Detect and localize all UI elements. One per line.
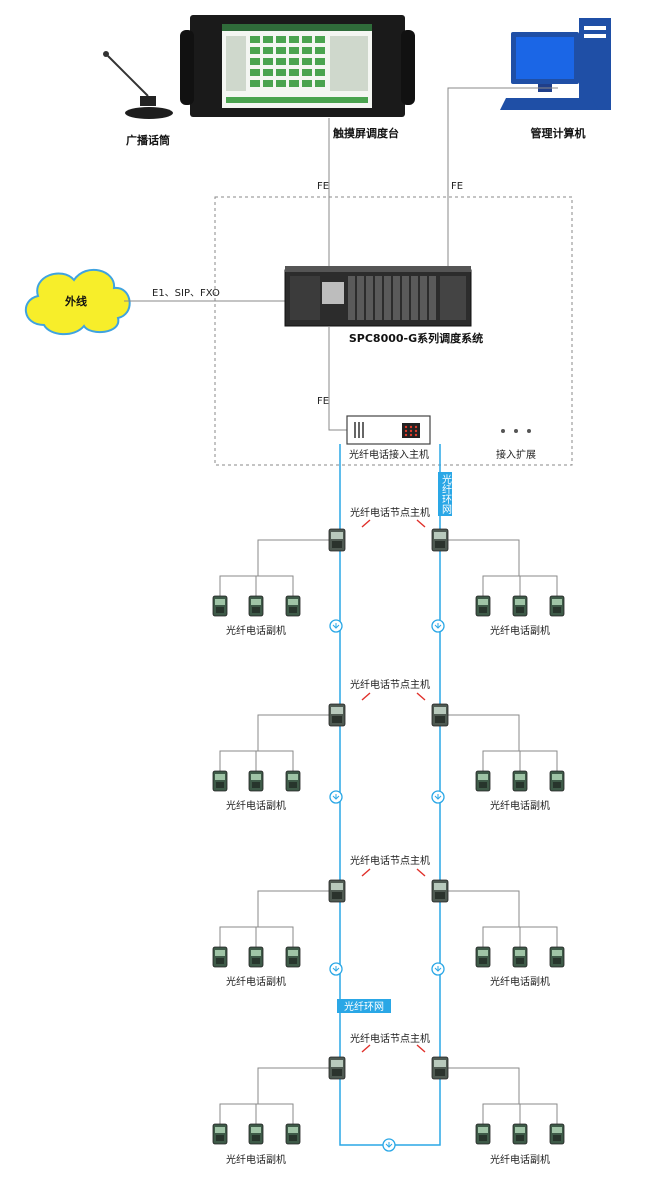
fiber-coupler-icon	[431, 962, 445, 976]
sub-phone-label-1r: 光纤电话副机	[490, 624, 550, 637]
sub-phone-icon	[512, 946, 528, 968]
node-host-label-1: 光纤电话节点主机	[350, 506, 430, 519]
sub-phone-icon	[285, 946, 301, 968]
expansion-dots	[501, 429, 531, 433]
sub-phone-icon	[248, 946, 264, 968]
node-group-2	[212, 692, 565, 792]
sub-phone-label-1l: 光纤电话副机	[226, 624, 286, 637]
node-phone-icon	[431, 1056, 449, 1080]
node-group-3	[212, 868, 565, 968]
fe-label-access: FE	[317, 396, 329, 407]
sub-phone-label-3l: 光纤电话副机	[226, 975, 286, 988]
sub-phone-icon	[285, 1123, 301, 1145]
node-phone-icon	[328, 879, 346, 903]
sub-phone-icon	[512, 770, 528, 792]
fiber-coupler-icon	[431, 619, 445, 633]
fiber-coupler-icon	[329, 790, 343, 804]
fiber-coupler-icon	[329, 619, 343, 633]
node-phone-icon	[431, 528, 449, 552]
system-boundary	[214, 196, 573, 466]
fe-link-pc	[447, 87, 558, 278]
sub-phone-icon	[475, 1123, 491, 1145]
sub-phone-icon	[549, 1123, 565, 1145]
fe-label-console: FE	[317, 181, 329, 192]
node-host-label-4: 光纤电话节点主机	[350, 1032, 430, 1045]
sub-phone-label-2r: 光纤电话副机	[490, 799, 550, 812]
sub-phone-icon	[512, 595, 528, 617]
node-phone-icon	[328, 528, 346, 552]
sub-phone-label-4l: 光纤电话副机	[226, 1153, 286, 1166]
ring-label-vertical: 光纤环网	[440, 473, 452, 515]
sub-phone-icon	[248, 1123, 264, 1145]
node-group-1	[212, 519, 565, 617]
cloud-icon	[24, 269, 131, 336]
sub-phone-icon	[475, 770, 491, 792]
ring-label-horizontal: 光纤环网	[344, 1000, 384, 1013]
sub-phone-icon	[248, 595, 264, 617]
external-label: 外线	[64, 294, 87, 308]
sub-phone-icon	[285, 595, 301, 617]
sub-phone-icon	[549, 770, 565, 792]
access-host-icon	[346, 415, 431, 445]
node-host-label-3: 光纤电话节点主机	[350, 854, 430, 867]
fiber-coupler-icon	[382, 1138, 396, 1152]
fe-label-pc: FE	[451, 181, 463, 192]
touchscreen-console-icon	[180, 15, 415, 117]
sub-phone-label-4r: 光纤电话副机	[490, 1153, 550, 1166]
node-host-label-2: 光纤电话节点主机	[350, 678, 430, 691]
node-phone-icon	[328, 703, 346, 727]
node-group-4	[212, 1044, 565, 1145]
fiber-coupler-icon	[431, 790, 445, 804]
access-host-label: 光纤电话接入主机	[349, 448, 429, 461]
expansion-label: 接入扩展	[496, 448, 536, 461]
ring-tag-horizontal	[337, 999, 391, 1013]
touch-console-label: 触摸屏调度台	[332, 126, 399, 140]
microphone-icon	[103, 51, 173, 119]
sub-phone-icon	[512, 1123, 528, 1145]
mic-label: 广播话筒	[126, 133, 170, 147]
sub-phone-icon	[549, 595, 565, 617]
mgmt-pc-label: 管理计算机	[531, 126, 586, 140]
sub-phone-label-2l: 光纤电话副机	[226, 799, 286, 812]
rack-server-icon	[284, 266, 472, 327]
sub-phone-label-3r: 光纤电话副机	[490, 975, 550, 988]
node-phone-icon	[328, 1056, 346, 1080]
sub-phone-icon	[212, 946, 228, 968]
system-label: SPC8000-G系列调度系统	[349, 331, 483, 345]
computer-icon	[500, 18, 611, 110]
sub-phone-icon	[285, 770, 301, 792]
fe-link-access	[328, 326, 348, 431]
node-phone-icon	[431, 703, 449, 727]
sub-phone-icon	[475, 595, 491, 617]
sub-phone-icon	[248, 770, 264, 792]
sub-phone-icon	[475, 946, 491, 968]
sub-phone-icon	[549, 946, 565, 968]
sub-phone-icon	[212, 770, 228, 792]
protocols-label: E1、SIP、FXO	[152, 288, 220, 299]
sub-phone-icon	[212, 595, 228, 617]
node-phone-icon	[431, 879, 449, 903]
sub-phone-icon	[212, 1123, 228, 1145]
ring-tag-vertical	[438, 472, 452, 516]
fiber-coupler-icon	[329, 962, 343, 976]
